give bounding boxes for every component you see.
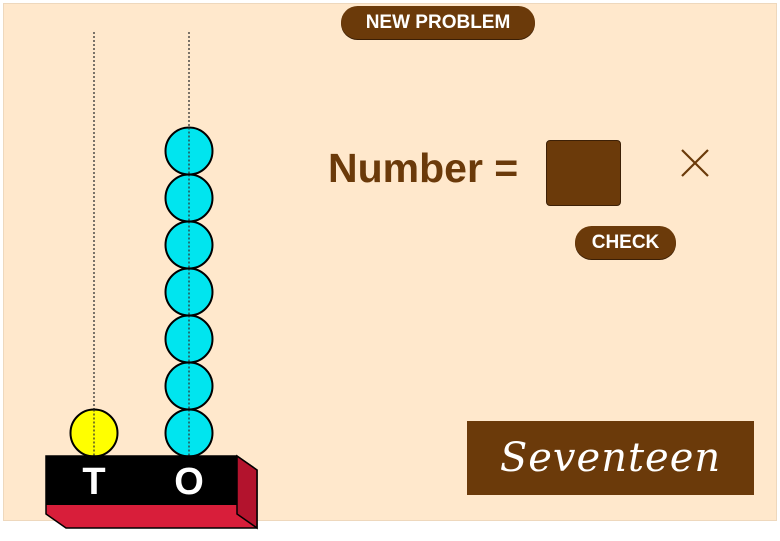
- ones-bead[interactable]: [164, 361, 214, 411]
- abacus-base-top: [46, 456, 237, 505]
- number-label: Number =: [328, 145, 519, 191]
- tens-label: T: [82, 461, 105, 503]
- ones-bead[interactable]: [164, 267, 214, 317]
- tens-bead[interactable]: [69, 408, 119, 458]
- ones-bead[interactable]: [164, 408, 214, 458]
- new-problem-button[interactable]: NEW PROBLEM: [341, 6, 535, 39]
- ones-bead[interactable]: [164, 220, 214, 270]
- ones-bead[interactable]: [164, 173, 214, 223]
- number-word: Seventeen: [467, 421, 754, 495]
- answer-input[interactable]: [546, 140, 621, 206]
- ones-bead[interactable]: [164, 314, 214, 364]
- cross-icon: [681, 149, 709, 177]
- check-button[interactable]: CHECK: [575, 226, 676, 259]
- ones-label: O: [174, 461, 204, 503]
- beads: [69, 126, 214, 458]
- ones-bead[interactable]: [164, 126, 214, 176]
